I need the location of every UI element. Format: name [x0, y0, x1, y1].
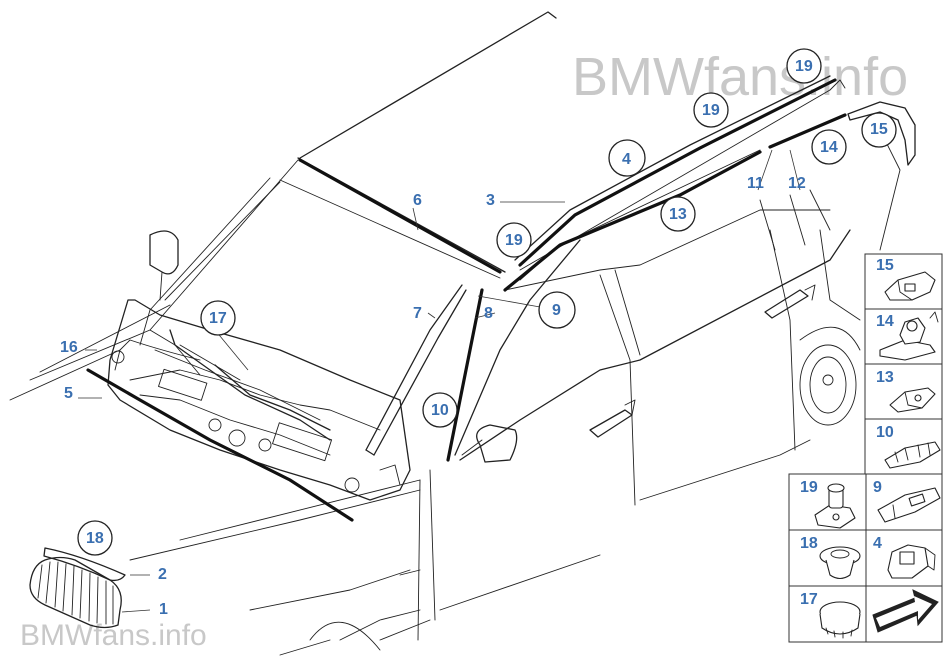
callout-16: 16	[60, 339, 78, 356]
clip-15-drawing	[884, 271, 936, 301]
callout-circle-15	[861, 112, 897, 148]
kidney-grille	[29, 547, 126, 629]
callout-6: 6	[413, 192, 422, 209]
callout-14: 14	[820, 139, 838, 156]
callout-circle-13	[660, 196, 696, 232]
panel-label-14: 14	[876, 313, 894, 330]
callout-3: 3	[486, 192, 495, 209]
callout-5: 5	[64, 385, 73, 402]
callout-19-c: 19	[795, 58, 813, 75]
callout-10: 10	[431, 402, 449, 419]
callout-circle-19-a	[496, 222, 532, 258]
callout-circle-4	[608, 139, 646, 177]
callout-15: 15	[870, 121, 888, 138]
callout-circle-19-c	[786, 48, 822, 84]
watermark-bottom: BMWfans.info	[20, 619, 207, 652]
callout-circle-14	[811, 129, 847, 165]
clip-19-drawing	[814, 483, 856, 529]
callout-circle-9	[538, 291, 576, 329]
callout-18: 18	[86, 530, 104, 547]
callout-17: 17	[209, 310, 227, 327]
callout-circle-17	[200, 300, 236, 336]
callout-1: 1	[159, 601, 168, 618]
clip-18-drawing	[819, 546, 861, 580]
clip-4-drawing	[887, 544, 936, 579]
callout-circle-18	[77, 520, 113, 556]
callout-7: 7	[413, 305, 422, 322]
cowl-panel-assembly	[86, 299, 411, 522]
panel-label-13: 13	[876, 369, 894, 386]
callout-9: 9	[552, 302, 561, 319]
clip-17-drawing	[819, 601, 861, 639]
clip-9-drawing	[877, 487, 941, 523]
watermark-top: BMWfans.info	[572, 47, 908, 107]
panel-label-19: 19	[800, 479, 818, 496]
leader-lines	[78, 149, 801, 613]
callout-19-a: 19	[505, 232, 523, 249]
callout-4: 4	[622, 151, 631, 168]
panel-label-9: 9	[873, 479, 882, 496]
car-body-outline	[9, 11, 901, 656]
callout-numbers: 1 2 3 4 5 6 7 8 9 10 11 12 13 14 15 16 1…	[60, 58, 888, 618]
callout-circle-19-b	[693, 92, 729, 128]
panel-label-10: 10	[876, 424, 894, 441]
callout-12: 12	[788, 175, 806, 192]
clip-13-drawing	[889, 387, 936, 413]
panel-label-17: 17	[800, 591, 818, 608]
callout-13: 13	[669, 206, 687, 223]
callout-circle-10	[422, 392, 458, 428]
parts-panel: 15 14 13 10 19 9 18 4 17	[788, 253, 943, 643]
callout-circles	[77, 48, 897, 556]
callout-2: 2	[158, 566, 167, 583]
callout-19-b: 19	[702, 102, 720, 119]
clip-14-drawing	[879, 311, 939, 361]
side-mirror-left	[149, 230, 179, 301]
arrow-icon	[872, 589, 939, 633]
trim-mouldings	[298, 75, 916, 462]
panel-label-18: 18	[800, 535, 818, 552]
panel-label-15: 15	[876, 257, 894, 274]
panel-label-4: 4	[873, 535, 882, 552]
callout-8: 8	[484, 305, 493, 322]
clip-10-drawing	[884, 441, 941, 469]
callout-11: 11	[747, 175, 764, 192]
